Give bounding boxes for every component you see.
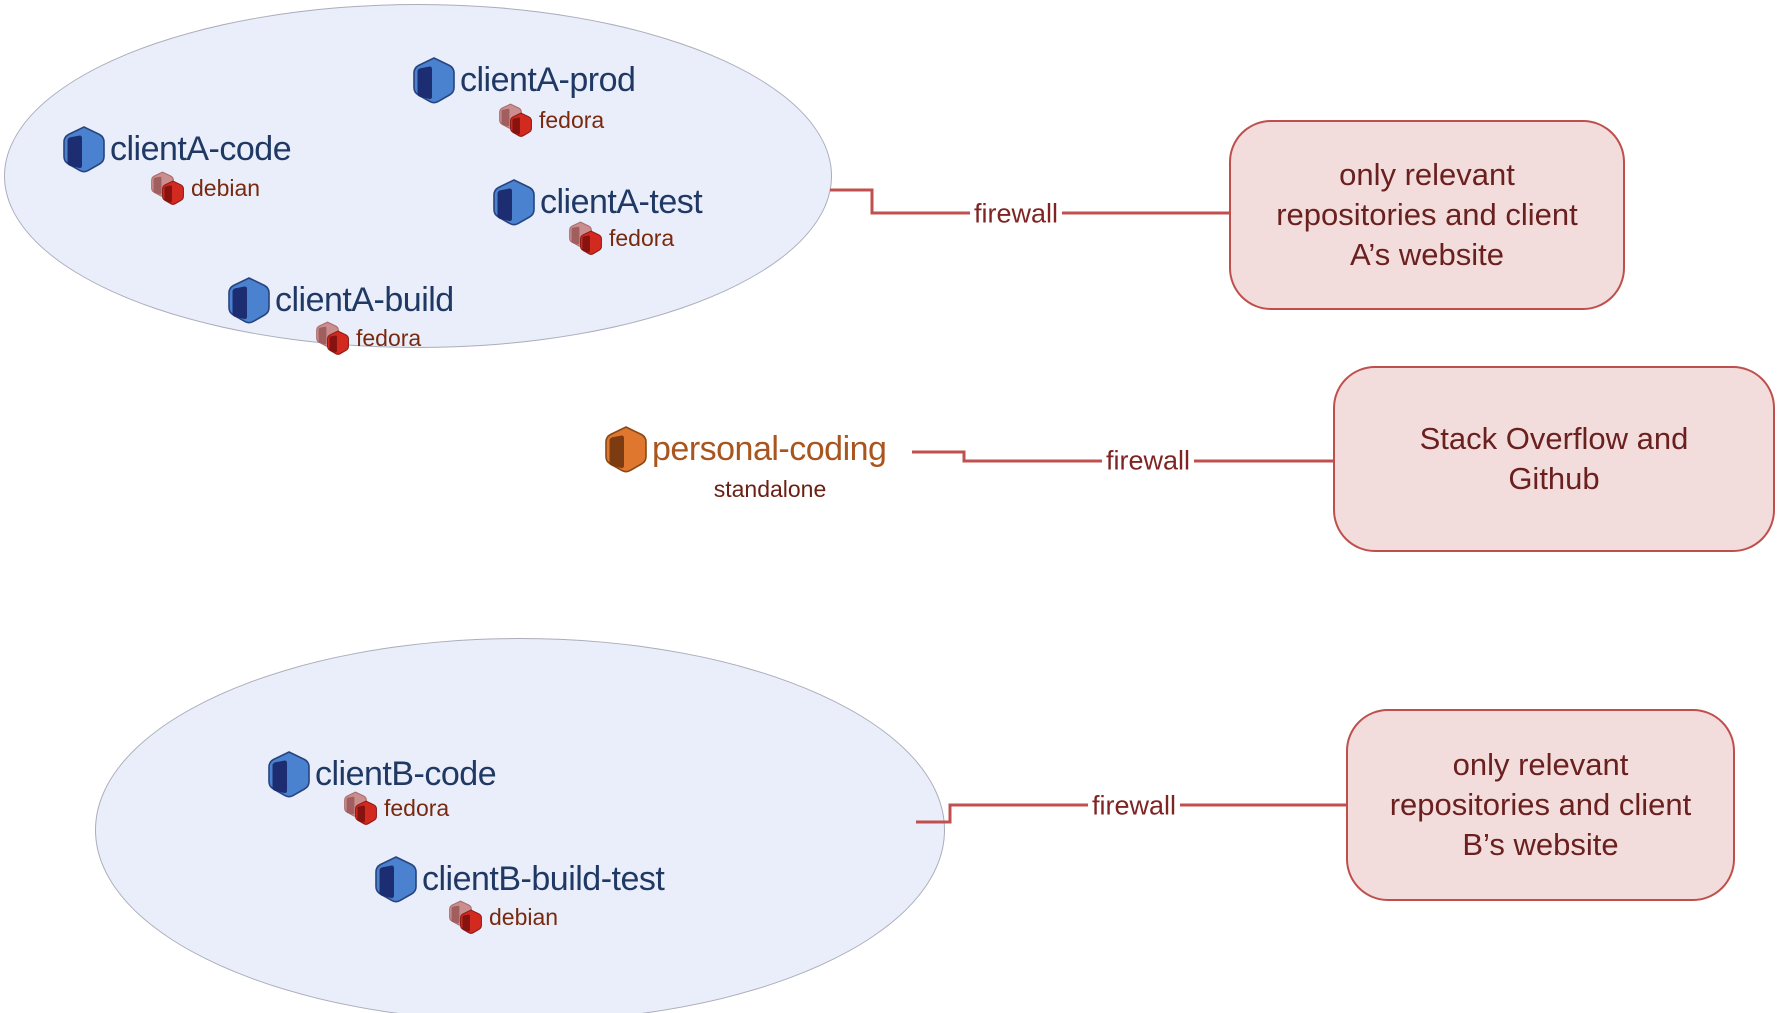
node-clientb-code: clientB-code xyxy=(266,750,497,798)
node-label: clientA-test xyxy=(540,182,703,221)
node-clienta-code: clientA-code xyxy=(61,125,292,173)
os-package-icon xyxy=(315,321,352,355)
firewall-link-label: firewall xyxy=(1101,445,1195,477)
firewall-link-label: firewall xyxy=(1087,790,1181,822)
firewall-link-label: firewall xyxy=(969,198,1063,230)
zone-ellipse-client-a xyxy=(4,4,832,348)
os-tag-clienta-test: fedora xyxy=(568,221,674,255)
os-label: fedora xyxy=(384,794,450,821)
vm-cube-icon xyxy=(373,855,419,903)
os-tag-clientb-code: fedora xyxy=(343,791,449,825)
vm-cube-icon xyxy=(411,56,457,104)
os-package-icon xyxy=(448,900,485,934)
os-label: fedora xyxy=(539,106,605,133)
os-tag-clientb-build-test: debian xyxy=(448,900,558,934)
node-clienta-prod: clientA-prod xyxy=(411,56,636,104)
os-label-standalone: standalone xyxy=(713,476,827,502)
node-label: clientA-code xyxy=(110,129,292,168)
node-label: clientB-code xyxy=(315,754,497,793)
os-package-icon xyxy=(343,791,380,825)
destination-box-personal: Stack Overflow and Github xyxy=(1333,366,1775,552)
os-tag-clienta-build: fedora xyxy=(315,321,421,355)
vm-cube-icon xyxy=(226,276,272,324)
os-package-icon xyxy=(568,221,605,255)
vm-cube-icon xyxy=(491,178,537,226)
destination-box-client-a: only relevant repositories and client A’… xyxy=(1229,120,1625,310)
os-label: fedora xyxy=(609,224,675,251)
os-tag-clienta-prod: fedora xyxy=(498,103,604,137)
os-label: fedora xyxy=(356,324,422,351)
os-label: debian xyxy=(191,174,261,201)
zone-ellipse-client-b xyxy=(95,638,945,1013)
node-label: clientA-build xyxy=(275,280,454,319)
vm-cube-icon xyxy=(603,425,649,473)
vm-cube-icon xyxy=(61,125,107,173)
node-clientb-build-test: clientB-build-test xyxy=(373,855,665,903)
node-label: clientB-build-test xyxy=(422,859,665,898)
vm-cube-icon xyxy=(266,750,312,798)
node-label: clientA-prod xyxy=(460,60,636,99)
node-clienta-test: clientA-test xyxy=(491,178,703,226)
node-label: personal-coding xyxy=(652,429,887,468)
destination-box-client-b: only relevant repositories and client B’… xyxy=(1346,709,1735,901)
node-clienta-build: clientA-build xyxy=(226,277,454,323)
os-package-icon xyxy=(498,103,535,137)
os-tag-clienta-code: debian xyxy=(150,171,260,205)
os-package-icon xyxy=(150,171,187,205)
node-personal-coding: personal-coding xyxy=(603,425,887,473)
os-label: debian xyxy=(489,903,559,930)
